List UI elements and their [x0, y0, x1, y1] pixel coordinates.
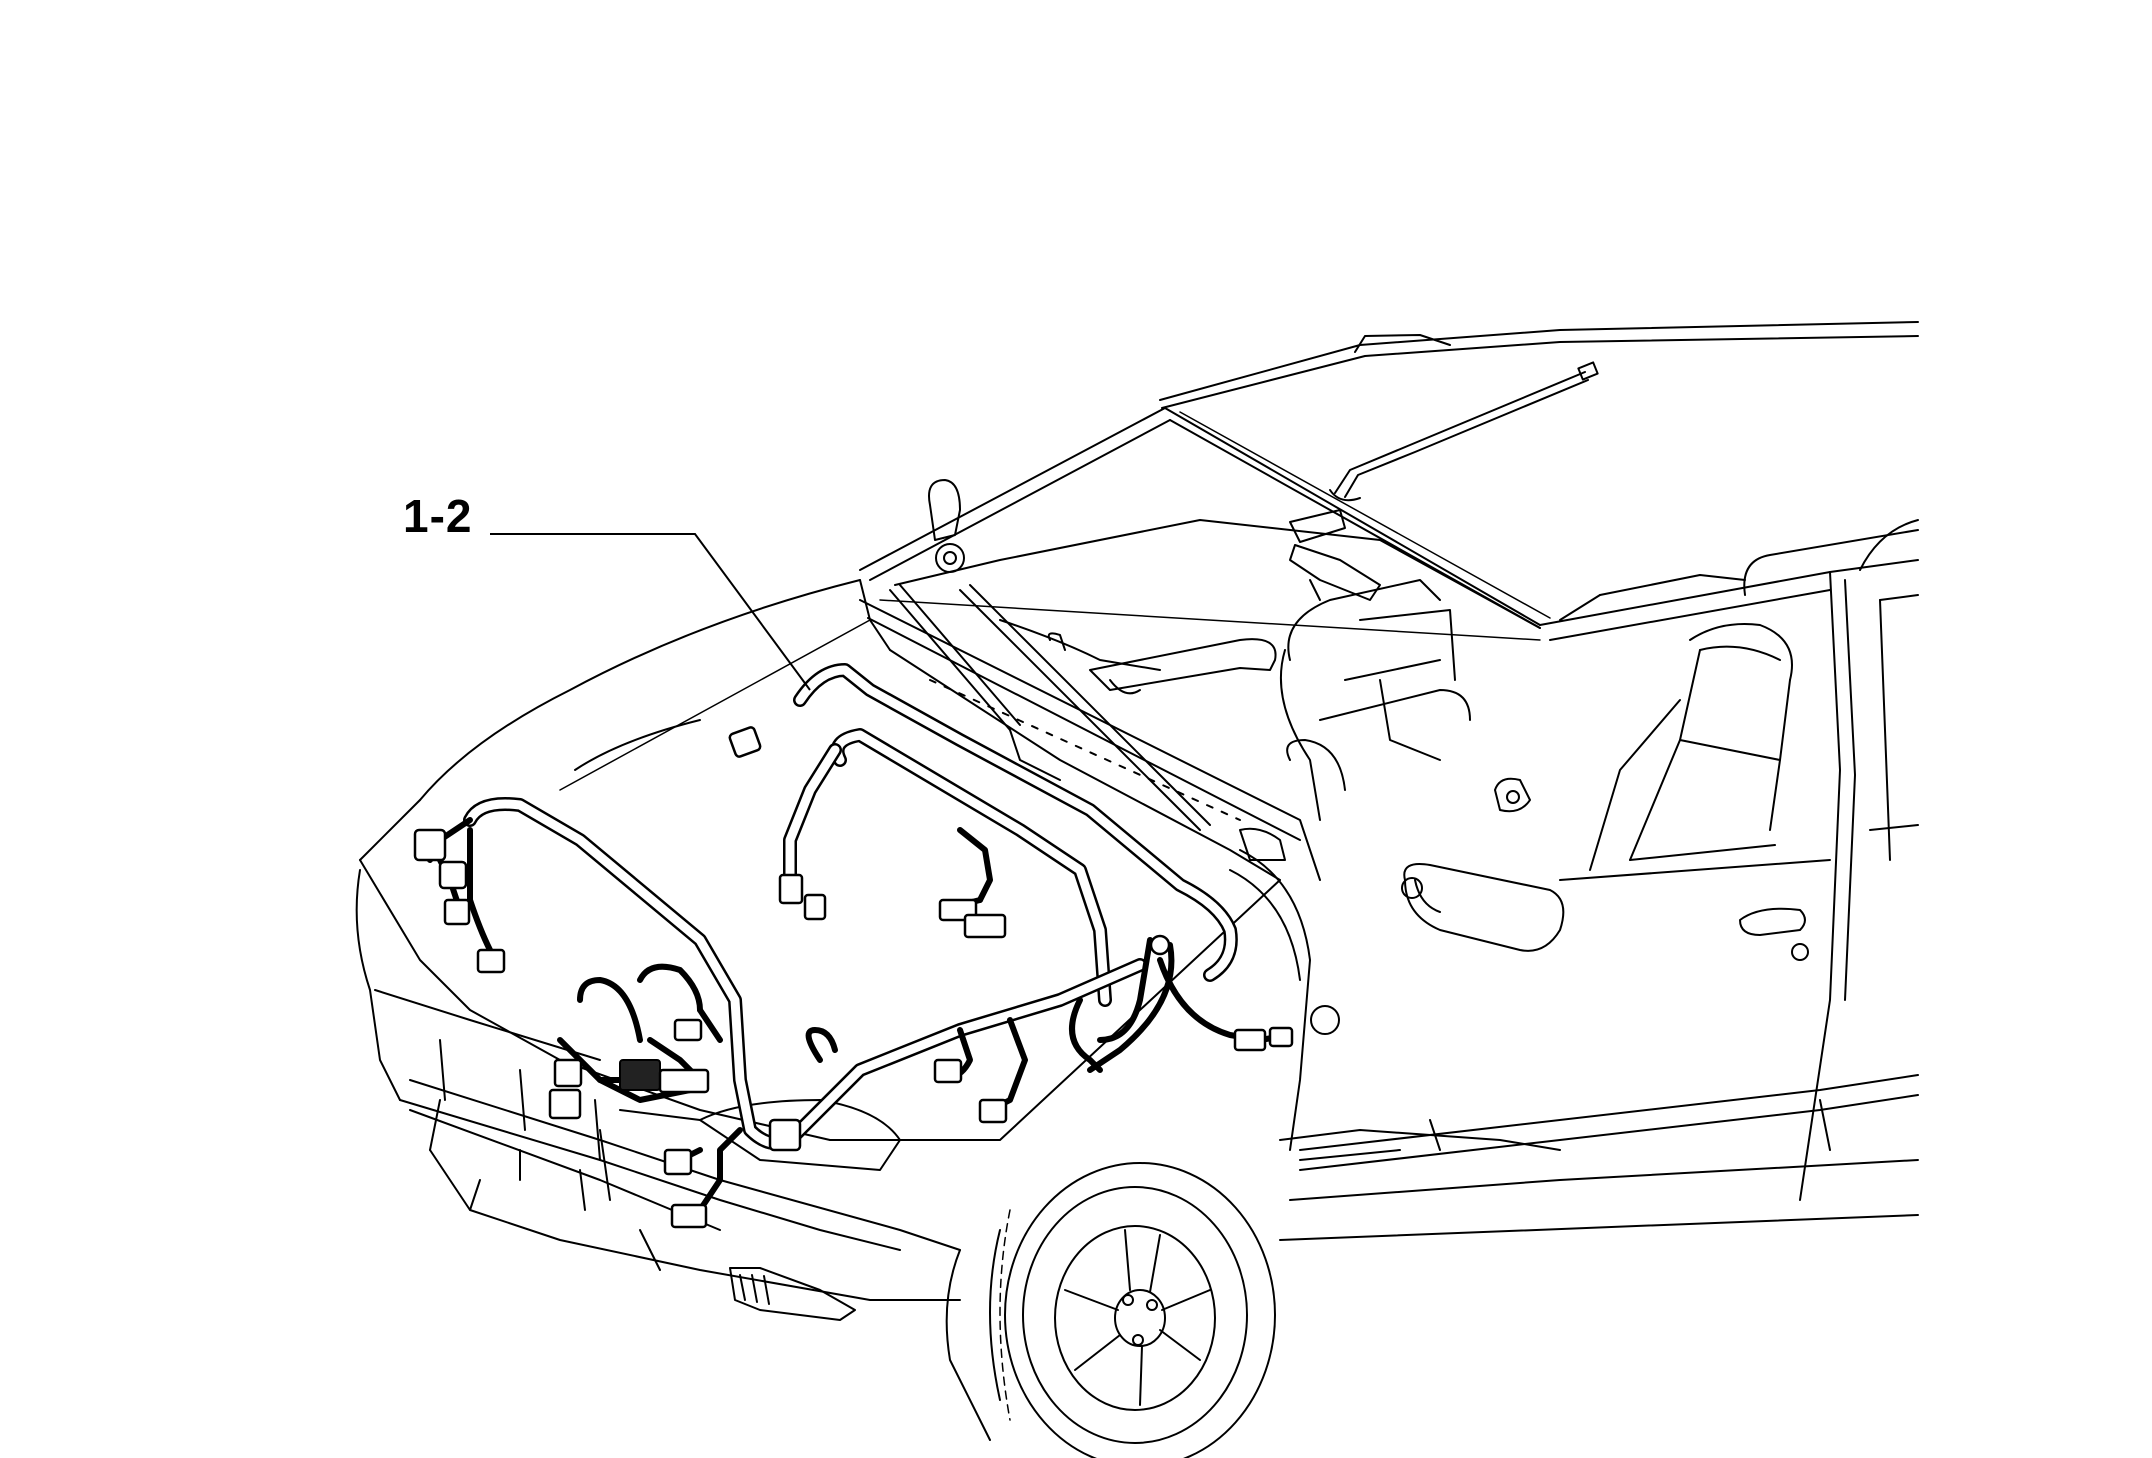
cowl-vents — [929, 679, 1286, 861]
seat — [1589, 623, 1793, 871]
fog-lamp — [729, 1267, 856, 1321]
interior — [999, 579, 1471, 821]
harness-callout-label: 1-2 — [403, 490, 473, 542]
fender — [1229, 849, 1561, 1151]
left-mirror — [928, 479, 965, 573]
front-wheel — [945, 1162, 1276, 1458]
roof — [1159, 321, 1919, 626]
antenna — [1329, 361, 1599, 502]
headlamp — [619, 1099, 901, 1171]
windshield — [859, 407, 1541, 881]
doors — [1279, 519, 1919, 1241]
side-mirror — [1401, 777, 1565, 952]
hood — [359, 579, 1281, 1141]
front-bumper — [355, 869, 961, 1301]
rear-view-mirror — [1289, 509, 1381, 601]
connectors — [413, 726, 1294, 1229]
callout-leader-line — [490, 533, 811, 691]
